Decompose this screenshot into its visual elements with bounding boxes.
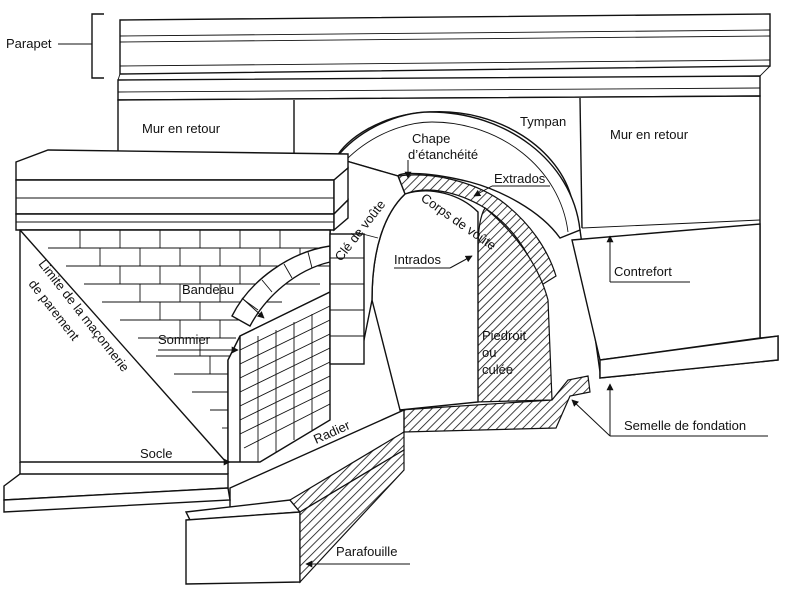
label-intrados: Intrados <box>394 252 441 267</box>
socle-base <box>3 462 231 513</box>
label-sommier: Sommier <box>158 332 211 347</box>
label-piedroit-3: culée <box>482 362 513 377</box>
leader-lines <box>58 13 768 568</box>
label-bandeau: Bandeau <box>182 282 234 297</box>
label-chape-1: Chape <box>412 131 450 146</box>
label-piedroit-2: ou <box>482 345 496 360</box>
back-wall <box>117 95 779 392</box>
label-semelle: Semelle de fondation <box>624 418 746 433</box>
parafouille <box>184 430 405 585</box>
left-parapet <box>15 149 349 232</box>
label-tympan: Tympan <box>520 114 566 129</box>
label-parapet: Parapet <box>6 36 52 51</box>
label-mur-retour-right: Mur en retour <box>610 127 689 142</box>
arch-barrel <box>329 111 581 411</box>
label-socle: Socle <box>140 446 173 461</box>
label-contrefort: Contrefort <box>614 264 672 279</box>
label-chape-2: d’étanchéité <box>408 147 478 162</box>
label-extrados: Extrados <box>494 171 546 186</box>
masonry-face <box>19 229 365 463</box>
label-piedroit-1: Piedroit <box>482 328 526 343</box>
label-mur-retour-left: Mur en retour <box>142 121 221 136</box>
label-parafouille: Parafouille <box>336 544 397 559</box>
parapet-shape <box>117 13 771 101</box>
